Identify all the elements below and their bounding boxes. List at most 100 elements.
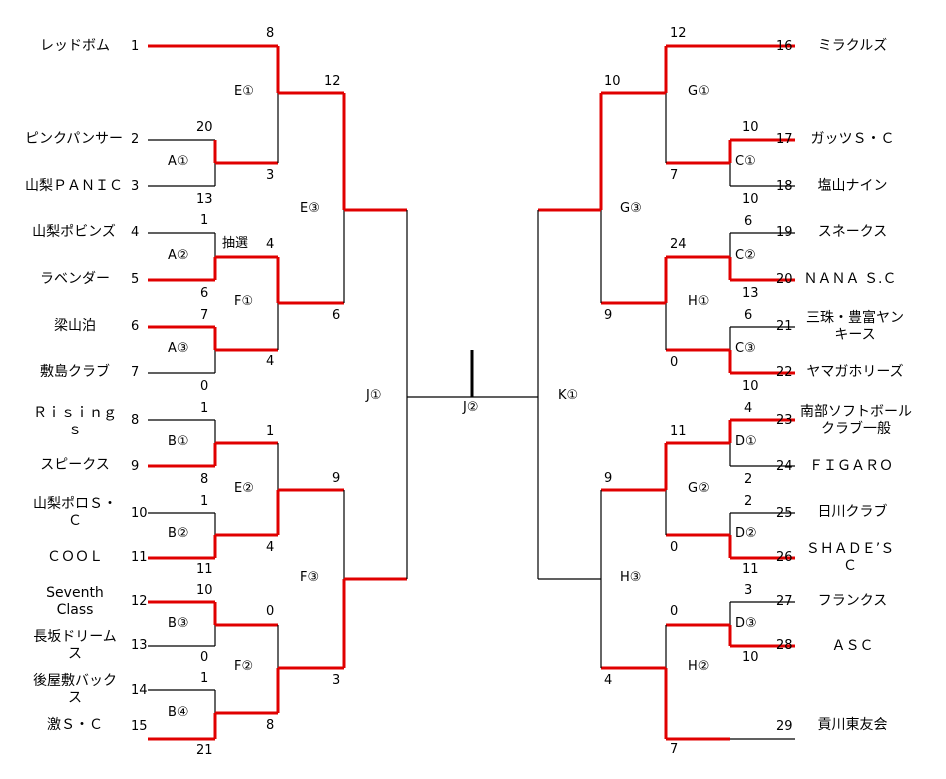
team-name-10: 山梨ポロＳ・Ｃ	[33, 496, 117, 529]
match-id-6: B③	[168, 616, 189, 631]
team-number-19: 19	[776, 225, 793, 240]
team-name-19: スネークス	[817, 224, 888, 240]
match-id-4: B①	[168, 434, 189, 449]
match-score-17-2: 4	[266, 354, 275, 369]
match-id-10: C③	[735, 341, 756, 356]
match-score-24-2: 7	[670, 742, 679, 757]
team-number-25: 25	[776, 506, 793, 521]
match-score-22-2: 9	[604, 308, 613, 323]
match-id-26: J①	[366, 388, 382, 403]
match-score-6-1: 10	[196, 583, 213, 598]
team-name-17: ガッツＳ・Ｃ	[810, 131, 895, 147]
match-id-9: C②	[735, 248, 756, 263]
match-score-20-2: 7	[670, 168, 679, 183]
team-number-23: 23	[776, 413, 793, 428]
match-score-7-1: 1	[200, 671, 209, 686]
match-id-3: A③	[168, 341, 189, 356]
team-number-22: 22	[776, 365, 793, 380]
team-number-1: 1	[131, 39, 140, 54]
team-number-7: 7	[131, 365, 140, 380]
match-score-12-2: 11	[742, 562, 759, 577]
team-name-7: 敷島クラブ	[40, 364, 110, 380]
team-number-11: 11	[131, 550, 148, 565]
match-id-13: D③	[735, 616, 757, 631]
match-score-13-2: 10	[742, 650, 759, 665]
match-score-24-1: 0	[670, 604, 679, 619]
match-id-1: A①	[168, 154, 189, 169]
team-number-15: 15	[131, 719, 148, 734]
match-score-13-1: 3	[744, 583, 753, 598]
match-score-25-1: 9	[604, 471, 613, 486]
match-score-23-1: 24	[670, 237, 687, 252]
match-id-22: G③	[620, 201, 642, 216]
match-score-16-2: 6	[332, 308, 341, 323]
match-id-27: J②	[463, 400, 479, 415]
match-score-2-1: 1	[200, 213, 209, 228]
match-score-14-1: 8	[266, 26, 275, 41]
match-score-11-1: 4	[744, 401, 753, 416]
match-id-17: F①	[234, 294, 254, 309]
match-score-20-1: 12	[670, 26, 687, 41]
match-score-7-2: 21	[196, 743, 213, 758]
match-score-8-2: 10	[742, 192, 759, 207]
team-number-2: 2	[131, 132, 140, 147]
match-score-10-1: 6	[744, 308, 753, 323]
match-score-22-1: 10	[604, 74, 621, 89]
match-score-1-1: 20	[196, 120, 213, 135]
team-number-5: 5	[131, 272, 140, 287]
match-id-11: D①	[735, 434, 757, 449]
lottery-note: 抽選	[222, 236, 249, 251]
team-name-9: スピークス	[40, 457, 110, 473]
match-id-28: K①	[558, 388, 579, 403]
team-number-13: 13	[131, 638, 148, 653]
match-score-9-2: 13	[742, 286, 759, 301]
match-id-7: B④	[168, 705, 189, 720]
match-id-12: D②	[735, 526, 757, 541]
match-score-9-1: 6	[744, 214, 753, 229]
team-name-15: 激Ｓ・Ｃ	[47, 717, 103, 733]
team-name-3: 山梨ＰＡＮＩＣ	[25, 178, 123, 194]
match-id-5: B②	[168, 526, 189, 541]
team-number-14: 14	[131, 683, 148, 698]
match-score-8-1: 10	[742, 120, 759, 135]
match-id-2: A②	[168, 248, 189, 263]
match-id-20: G①	[688, 84, 710, 99]
team-number-29: 29	[776, 719, 793, 734]
match-id-18: F②	[234, 659, 254, 674]
team-name-12: Seventh Class	[46, 585, 104, 618]
match-score-16-1: 12	[324, 74, 341, 89]
team-number-12: 12	[131, 594, 148, 609]
team-name-25: 日川クラブ	[817, 504, 888, 520]
match-id-21: G②	[688, 481, 710, 496]
match-score-19-1: 9	[332, 471, 341, 486]
team-name-20: ＮＡＮＡ Ｓ.Ｃ	[803, 271, 897, 287]
match-score-17-1: 4	[266, 237, 275, 252]
match-score-23-2: 0	[670, 355, 679, 370]
team-name-11: ＣＯＯＬ	[47, 549, 103, 565]
team-name-2: ピンクパンサー	[25, 131, 123, 147]
match-score-3-2: 0	[200, 379, 209, 394]
match-score-5-1: 1	[200, 494, 209, 509]
match-score-21-2: 0	[670, 540, 679, 555]
match-score-15-1: 1	[266, 424, 275, 439]
match-score-6-2: 0	[200, 650, 209, 665]
match-score-25-2: 4	[604, 673, 613, 688]
team-number-28: 28	[776, 638, 793, 653]
match-score-1-2: 13	[196, 192, 213, 207]
match-score-18-2: 8	[266, 718, 275, 733]
match-id-25: H③	[620, 570, 642, 585]
team-name-13: 長坂ドリームス	[33, 629, 117, 662]
team-name-22: ヤマガホリーズ	[806, 364, 904, 380]
team-number-18: 18	[776, 179, 793, 194]
team-name-6: 梁山泊	[54, 318, 96, 334]
match-id-24: H②	[688, 659, 710, 674]
team-name-21: 三珠・豊富ヤンキース	[806, 310, 904, 343]
match-score-18-1: 0	[266, 604, 275, 619]
team-name-4: 山梨ポビンズ	[32, 224, 116, 240]
match-id-16: E③	[300, 201, 320, 216]
team-number-6: 6	[131, 319, 140, 334]
match-score-2-2: 6	[200, 286, 209, 301]
match-id-23: H①	[688, 294, 710, 309]
